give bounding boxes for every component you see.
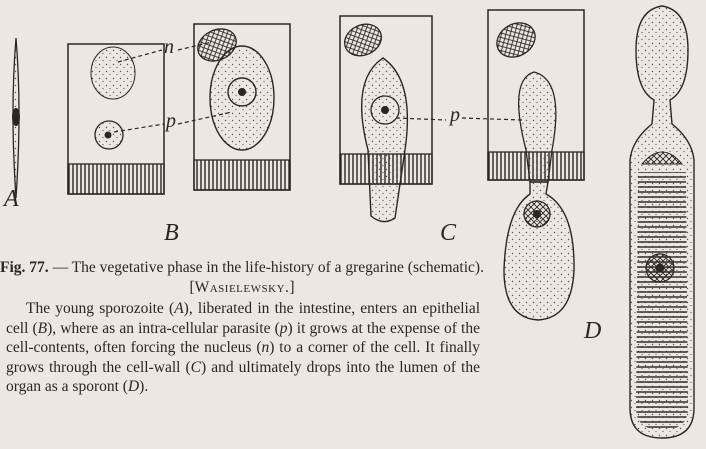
sporont-d xyxy=(630,6,694,438)
sporozoite-a xyxy=(12,38,20,198)
ref-d: D xyxy=(128,378,139,395)
caption-author: Wasielewsky. xyxy=(195,279,290,296)
caption-body-part: The young sporozoite ( xyxy=(26,300,174,317)
panel-label-d: D xyxy=(584,318,601,345)
caption-body: The young sporozoite (A), liberated in t… xyxy=(0,299,484,397)
leader-label-parasite-c: p xyxy=(450,104,460,127)
author-close: ] xyxy=(289,279,294,296)
figure-number: Fig. 77. xyxy=(0,259,49,276)
ref-c: C xyxy=(191,359,201,376)
panel-label-c: C xyxy=(440,220,456,247)
figure-caption: Fig. 77. — The vegetative phase in the l… xyxy=(0,258,484,397)
caption-body-part: ). xyxy=(139,378,148,395)
caption-title-text: — The vegetative phase in the life-histo… xyxy=(49,259,484,276)
caption-title: Fig. 77. — The vegetative phase in the l… xyxy=(0,258,484,297)
leader-label-parasite-b: p xyxy=(166,110,176,133)
ref-b: B xyxy=(38,320,47,337)
panel-label-b: B xyxy=(164,220,179,247)
ref-a: A xyxy=(174,300,183,317)
caption-body-part: ), where as an intra-cellular parasite ( xyxy=(47,320,280,337)
panel-label-a: A xyxy=(4,186,19,213)
leader-label-nucleus: n xyxy=(164,36,174,59)
ref-p: p xyxy=(280,320,288,337)
epithelial-cells-b xyxy=(68,23,290,194)
